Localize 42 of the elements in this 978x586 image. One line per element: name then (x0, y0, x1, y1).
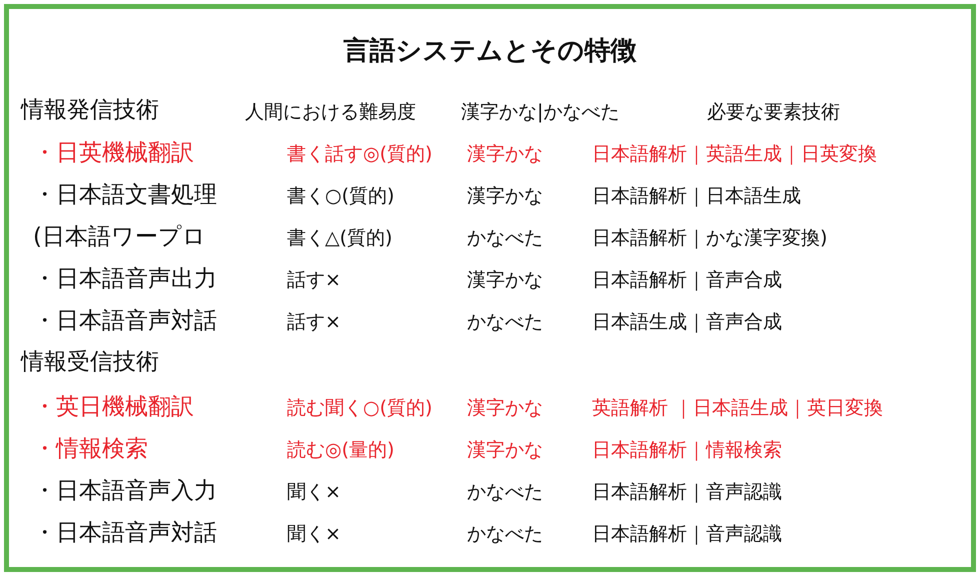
system-name: ・日本語文書処理 (33, 182, 217, 210)
difficulty-cell: 読む◎(量的) (287, 439, 394, 462)
column-header: 漢字かな|かなべた (461, 101, 620, 124)
script-cell: 漢字かな (467, 439, 543, 462)
system-name: (日本語ワープロ (33, 224, 206, 252)
system-name: ・英日機械翻訳 (33, 394, 194, 422)
script-cell: 漢字かな (467, 143, 543, 166)
technology-cell: 日本語解析｜日本語生成 (592, 185, 801, 208)
slide-title: 言語システムとその特徴 (342, 35, 638, 68)
difficulty-cell: 書く○(質的) (287, 185, 394, 208)
difficulty-cell: 書く話す◎(質的) (287, 143, 432, 166)
technology-cell: 日本語解析｜音声認識 (592, 523, 782, 546)
system-name: ・日本語音声入力 (33, 478, 217, 506)
system-name: ・情報検索 (33, 436, 148, 464)
technology-cell: 日本語解析｜情報検索 (592, 439, 782, 462)
system-name: ・日本語音声対話 (33, 308, 217, 336)
section-heading: 情報受信技術 (21, 349, 159, 377)
difficulty-cell: 聞く× (287, 481, 341, 504)
script-cell: 漢字かな (467, 397, 543, 420)
section-heading: 情報発信技術 (21, 97, 159, 125)
system-name: ・日本語音声出力 (33, 266, 217, 294)
column-header: 人間における難易度 (245, 101, 416, 124)
difficulty-cell: 聞く× (287, 523, 341, 546)
technology-cell: 日本語解析｜音声認識 (592, 481, 782, 504)
script-cell: 漢字かな (467, 269, 543, 292)
technology-cell: 日本語解析｜英語生成｜日英変換 (592, 143, 877, 166)
script-cell: かなべた (467, 311, 543, 334)
script-cell: かなべた (467, 523, 543, 546)
script-cell: 漢字かな (467, 185, 543, 208)
technology-cell: 日本語解析｜かな漢字変換) (592, 227, 828, 250)
script-cell: かなべた (467, 227, 543, 250)
technology-cell: 英語解析 ｜日本語生成｜英日変換 (592, 397, 884, 420)
script-cell: かなべた (467, 481, 543, 504)
difficulty-cell: 書く△(質的) (287, 227, 392, 250)
technology-cell: 日本語生成｜音声合成 (592, 311, 782, 334)
system-name: ・日本語音声対話 (33, 520, 217, 548)
system-name: ・日英機械翻訳 (33, 140, 194, 168)
difficulty-cell: 話す× (287, 311, 341, 334)
difficulty-cell: 読む聞く○(質的) (287, 397, 432, 420)
technology-cell: 日本語解析｜音声合成 (592, 269, 782, 292)
column-header: 必要な要素技術 (707, 101, 840, 124)
difficulty-cell: 話す× (287, 269, 341, 292)
